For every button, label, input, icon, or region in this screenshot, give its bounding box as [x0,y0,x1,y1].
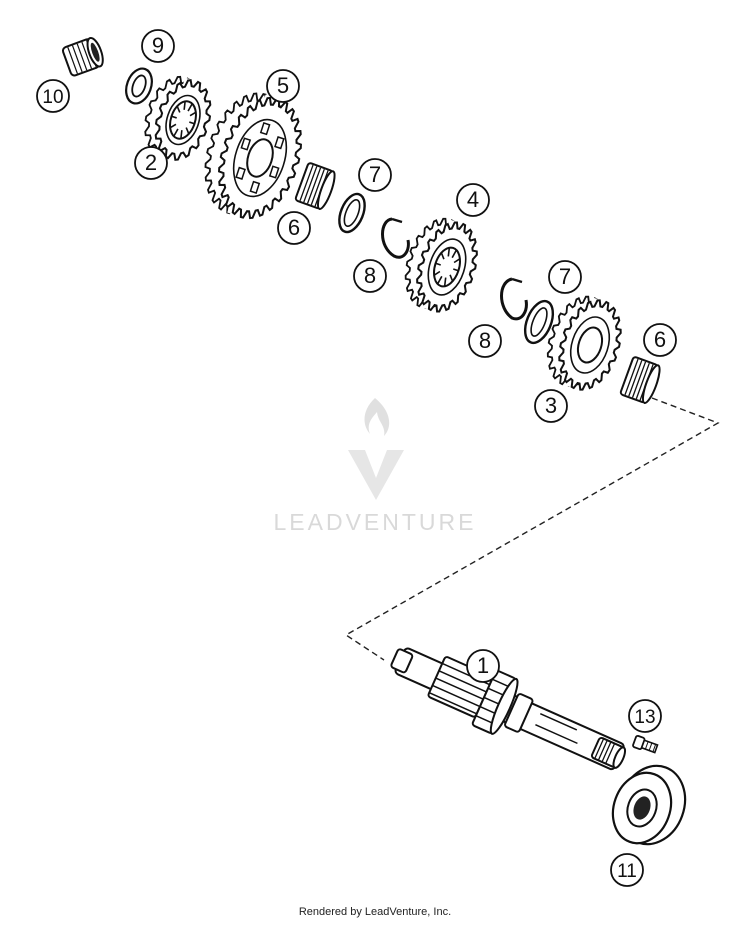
needle-cage-upper-part [294,162,336,210]
callout-c8b: 8 [468,324,502,358]
watermark-text: LEADVENTURE [274,509,477,535]
footer-credit: Rendered by LeadVenture, Inc. [298,906,452,918]
v-logo-icon [348,450,404,500]
callout-label: 7 [369,162,381,187]
callout-circle [534,389,568,423]
callout-circle [643,323,677,357]
callout-circle [358,158,392,192]
callout-c7b: 7 [548,260,582,294]
callout-label: 8 [479,328,491,353]
flame-logo-icon [364,398,390,436]
callout-circle [468,324,502,358]
lock-washer-lower-part [523,299,555,345]
callout-label: 9 [152,33,164,58]
callout-label: 13 [634,707,655,728]
callout-c3: 3 [534,389,568,423]
callout-circle [36,79,70,113]
callout-c8a: 8 [353,259,387,293]
callout-label: 11 [617,861,637,882]
callout-c11: 11 [610,853,644,887]
callout-circle [266,69,300,103]
callout-c4: 4 [456,183,490,217]
callout-circle [456,183,490,217]
callout-label: 2 [145,150,157,175]
callout-circle [141,29,175,63]
callout-circle [353,259,387,293]
callout-c6b: 6 [643,323,677,357]
callout-circle [466,649,500,683]
callout-label: 5 [277,73,289,98]
gear-part-4 [404,217,478,313]
circlip-upper-part [381,217,410,259]
callout-circle [277,211,311,245]
ball-bearing-part [611,764,687,846]
callout-c7a: 7 [358,158,392,192]
callouts-group: 10 9 2 5 6 7 8 4 7 8 6 3 1 13 11 [36,29,677,887]
callout-label: 8 [364,263,376,288]
thrust-washer-part [125,67,153,105]
callout-c10: 10 [36,79,70,113]
callout-label: 10 [42,87,63,108]
leadventure-watermark: LEADVENTURE [274,398,477,535]
callout-c2: 2 [134,146,168,180]
gear-part-2 [144,75,212,161]
main-shaft-part [390,647,627,771]
lock-washer-upper-part [338,192,366,234]
gear-part-3 [546,295,622,391]
needle-bearing-part [61,36,104,77]
callout-c5: 5 [266,69,300,103]
gears-group [144,75,622,391]
callout-label: 6 [288,215,300,240]
callout-circle [548,260,582,294]
callout-circle [610,853,644,887]
gear-part-5 [204,92,302,220]
callout-c1: 1 [466,649,500,683]
callout-c6a: 6 [277,211,311,245]
screw-part [632,734,659,754]
callout-label: 3 [545,393,557,418]
assembly-dashed-line [344,397,720,661]
callout-circle [628,699,662,733]
callout-c9: 9 [141,29,175,63]
callout-label: 4 [467,187,479,212]
circlip-lower-part [500,277,528,321]
callout-label: 7 [559,264,571,289]
callout-label: 1 [477,653,489,678]
callout-circle [134,146,168,180]
needle-cage-lower-part [619,356,661,404]
callout-c13: 13 [628,699,662,733]
callout-label: 6 [654,327,666,352]
